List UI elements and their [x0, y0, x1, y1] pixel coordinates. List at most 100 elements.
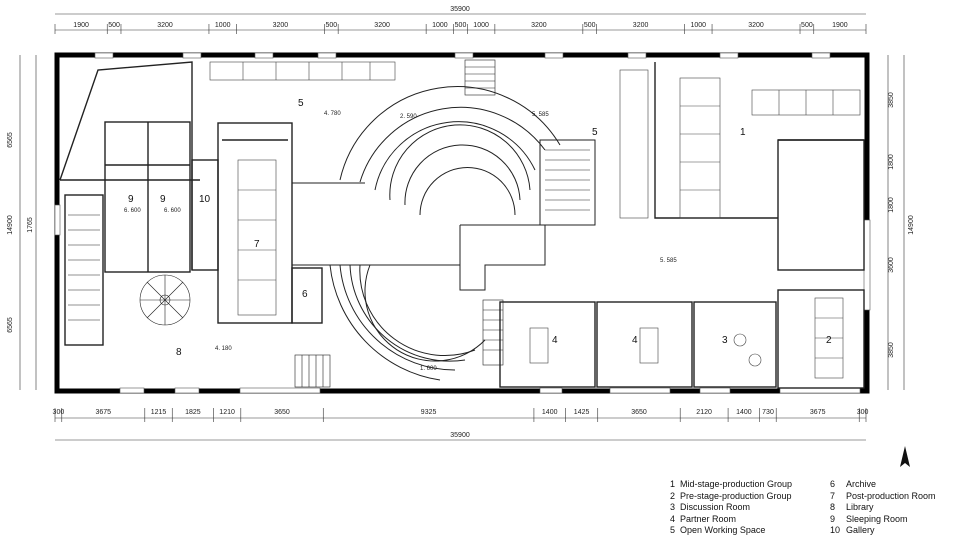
legend-item: 4 Partner Room [670, 514, 792, 526]
right-dimension-chain [887, 55, 905, 390]
elevation-markers: 4. 780 2. 590 5. 585 6. 600 6. 600 5. 58… [124, 111, 677, 372]
legend-column-1: 1 Mid-stage-production Group 2 Pre-stage-p… [670, 479, 792, 537]
top-dim-label: 3200 [273, 22, 289, 29]
top-dim-label: 1000 [432, 22, 448, 29]
top-dim-label: 3200 [633, 22, 649, 29]
legend-label: Pre-stage-production Group [680, 490, 792, 501]
legend-num: 2 [670, 490, 676, 501]
top-dim-label: 500 [801, 22, 813, 29]
elevation-7: 4. 180 [215, 346, 232, 352]
legend-label: Partner Room [680, 513, 737, 524]
room-5a-label: 5 [298, 98, 304, 109]
north-arrow-icon [900, 446, 910, 467]
legend-label: Post-production Room [846, 490, 936, 501]
top-dimension-chain [55, 13, 866, 31]
bottom-dim-label: 2120 [696, 409, 712, 416]
elevation-4: 6. 600 [124, 208, 141, 214]
legend-num: 10 [830, 525, 841, 535]
legend-num: 7 [830, 490, 836, 501]
bottom-dim-label: 9325 [421, 409, 437, 416]
legend-label: Discussion Room [680, 502, 751, 512]
top-dim-label: 500 [325, 22, 337, 29]
room-3-label: 3 [722, 335, 728, 346]
left-overall: 14900 [7, 215, 14, 235]
top-dim-label: 1000 [473, 22, 489, 29]
top-dim-label: 1900 [73, 22, 89, 29]
top-dim-label: 1000 [215, 22, 231, 29]
room-1-label: 1 [740, 127, 746, 138]
bottom-dim-label: 3675 [96, 409, 112, 416]
legend-item: 10 Gallery [830, 525, 936, 537]
bottom-dim-label: 3675 [810, 409, 826, 416]
legend-item: 2 Pre-stage-production Group [670, 491, 792, 503]
right-seg-2: 1800 [888, 154, 895, 170]
room-9a-label: 9 [128, 194, 134, 205]
left-seg-3: 6565 [7, 317, 14, 333]
bottom-dim-label: 730 [762, 409, 774, 416]
room-2-label: 2 [826, 335, 832, 346]
top-dim-label: 500 [455, 22, 467, 29]
interior-walls [59, 61, 865, 389]
legend-item: 1 Mid-stage-production Group [670, 479, 792, 491]
elevation-3: 5. 585 [532, 112, 549, 118]
legend-num: 9 [830, 513, 836, 524]
top-dim-label: 3200 [157, 22, 173, 29]
room-7-label: 7 [254, 239, 260, 250]
bottom-dim-label: 3650 [631, 409, 647, 416]
room-labels: 1 2 3 4 4 5 5 6 7 8 9 9 10 [128, 98, 832, 358]
legend-num: 5 [670, 525, 676, 535]
top-dim-label: 500 [108, 22, 120, 29]
room-9b-label: 9 [160, 194, 166, 205]
bottom-dim-label: 3650 [274, 409, 290, 416]
elevation-1: 4. 780 [324, 111, 341, 117]
bottom-dim-label: 1425 [574, 409, 590, 416]
legend-item: 9 Sleeping Room [830, 514, 936, 526]
top-dim-label: 3200 [748, 22, 764, 29]
elevation-2: 2. 590 [400, 114, 417, 120]
bottom-dim-label: 1400 [736, 409, 752, 416]
bottom-dim-label: 300 [857, 409, 869, 416]
legend-label: Sleeping Room [846, 513, 908, 524]
elevation-5: 6. 600 [164, 208, 181, 214]
left-seg-1: 6565 [7, 132, 14, 148]
top-dim-label: 1000 [691, 22, 707, 29]
room-4b-label: 4 [632, 335, 638, 346]
elevation-6: 5. 585 [660, 258, 677, 264]
bottom-dim-label: 300 [53, 409, 65, 416]
top-dim-label: 3200 [374, 22, 390, 29]
top-dim-label: 1900 [832, 22, 848, 29]
legend-num: 1 [670, 479, 676, 489]
legend-item: 7 Post-production Room [830, 491, 936, 503]
legend-num: 6 [830, 479, 836, 489]
stairs [68, 59, 504, 388]
room-5b-label: 5 [592, 127, 598, 138]
legend-label: Archive [846, 479, 877, 489]
bottom-dimension-chain [55, 417, 866, 441]
bottom-segment-labels: 300 3675 1215 1825 1210 3650 9325 1400 1425 3650 2… [53, 408, 869, 422]
legend-label: Mid-stage-production Group [680, 479, 793, 489]
overall-width-bottom: 35900 [450, 432, 470, 439]
overall-width-top: 35900 [450, 6, 470, 13]
right-seg-5: 3850 [888, 342, 895, 358]
top-segment-labels: 1900 500 3200 1000 3200 500 3200 1000 500 1000 320… [54, 22, 867, 34]
right-seg-1: 3850 [888, 92, 895, 108]
furniture [209, 61, 861, 379]
left-dimension-chain [19, 55, 37, 390]
outer-walls [54, 52, 871, 394]
right-overall: 14900 [908, 215, 915, 235]
legend-num: 4 [670, 513, 676, 524]
central-amphitheater [292, 86, 596, 381]
left-seg-2: 1765 [27, 217, 34, 233]
legend-item: 6 Archive [830, 479, 936, 491]
bottom-dim-label: 1210 [219, 409, 235, 416]
room-10-label: 10 [199, 194, 211, 205]
bottom-dim-label: 1215 [151, 409, 167, 416]
bottom-dim-label: 1825 [185, 409, 201, 416]
room-8-label: 8 [176, 347, 182, 358]
legend-label: Gallery [846, 525, 875, 535]
